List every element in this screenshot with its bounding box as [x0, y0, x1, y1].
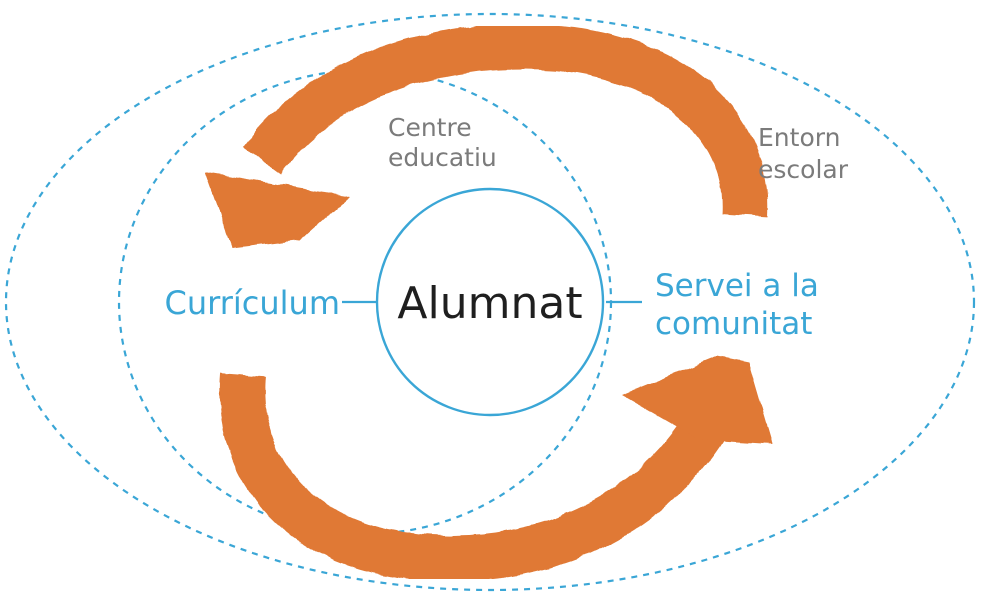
right-label-line2: comunitat [655, 306, 812, 342]
top-arrow-head [205, 172, 350, 248]
outer-ellipse-entorn [4, 12, 976, 592]
inner-label-line1: Centre [388, 113, 472, 142]
outer-label-line2: escolar [758, 155, 849, 184]
center-label: Alumnat [397, 278, 582, 329]
inner-label-line2: educatiu [388, 143, 497, 172]
left-label: Currículum [165, 284, 340, 322]
top-arrow [205, 23, 769, 248]
right-label-line1: Servei a la [655, 268, 819, 304]
bottom-arrow [219, 356, 772, 582]
bottom-arrow-head [622, 356, 772, 444]
outer-label-line1: Entorn [758, 123, 840, 152]
center-circle [375, 187, 605, 417]
